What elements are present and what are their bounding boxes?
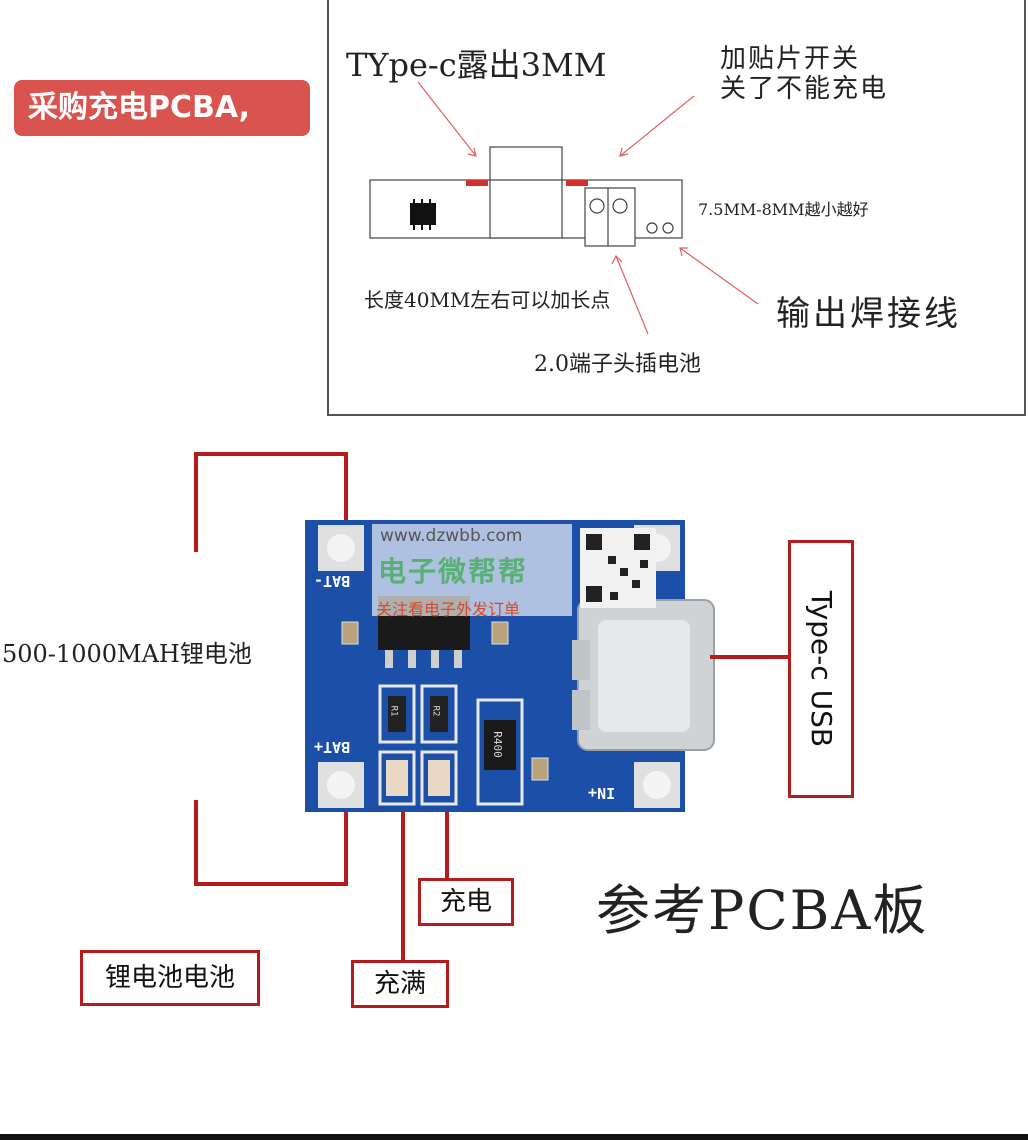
- switch-label-line-1: 加贴片开关: [720, 44, 861, 74]
- bat-minus-silk: BAT-: [314, 572, 351, 590]
- qr-watermark: [580, 528, 656, 608]
- purchase-tag: 采购充电PCBA,: [14, 80, 310, 136]
- exposure-mark-right: [566, 180, 588, 186]
- full-indicator-label: 充满: [351, 960, 449, 1008]
- in-plus-silk: IN+: [588, 784, 616, 802]
- watermark-url: www.dzwbb.com: [380, 526, 523, 546]
- chip-sketch: [410, 203, 436, 225]
- sketch-board: [369, 146, 683, 247]
- bat-plus-silk: BAT+: [314, 738, 351, 756]
- switch-label-line-2: 关了不能充电: [720, 74, 889, 104]
- typec-usb-label: Type-c USB: [788, 540, 854, 798]
- li-battery-label: 锂电池电池: [80, 950, 260, 1006]
- length-label: 长度40MM左右可以加长点: [364, 288, 611, 312]
- output-wire-label: 输出焊接线: [776, 294, 961, 334]
- r2-silk: R2: [430, 705, 441, 717]
- switch-label: 加贴片开关 关了不能充电: [720, 44, 888, 104]
- charging-indicator-label: 充电: [418, 878, 514, 926]
- typec-usb-text: Type-c USB: [805, 590, 838, 748]
- reference-pcba-title: 参考PCBA板: [596, 879, 929, 942]
- width-label: 7.5MM-8MM越小越好: [698, 200, 869, 219]
- sketch-arrows: [417, 81, 759, 335]
- r1-silk: R1: [388, 705, 399, 717]
- battery-capacity-label: 500-1000MAH锂电池: [2, 640, 252, 668]
- bottom-border: [0, 1134, 1028, 1140]
- sketch-panel: [327, 0, 1026, 416]
- r400-silk: R400: [490, 731, 504, 758]
- terminal-label: 2.0端子头插电池: [534, 352, 701, 377]
- watermark-bg: [372, 524, 572, 616]
- watermark-slogan: 关注看电子外发订单: [376, 600, 521, 619]
- typec-exposure-label: TYpe-c露出3MM: [346, 46, 607, 84]
- watermark-name: 电子微帮帮: [378, 555, 529, 588]
- exposure-mark-left: [466, 180, 488, 186]
- annotation-lines: [194, 452, 790, 962]
